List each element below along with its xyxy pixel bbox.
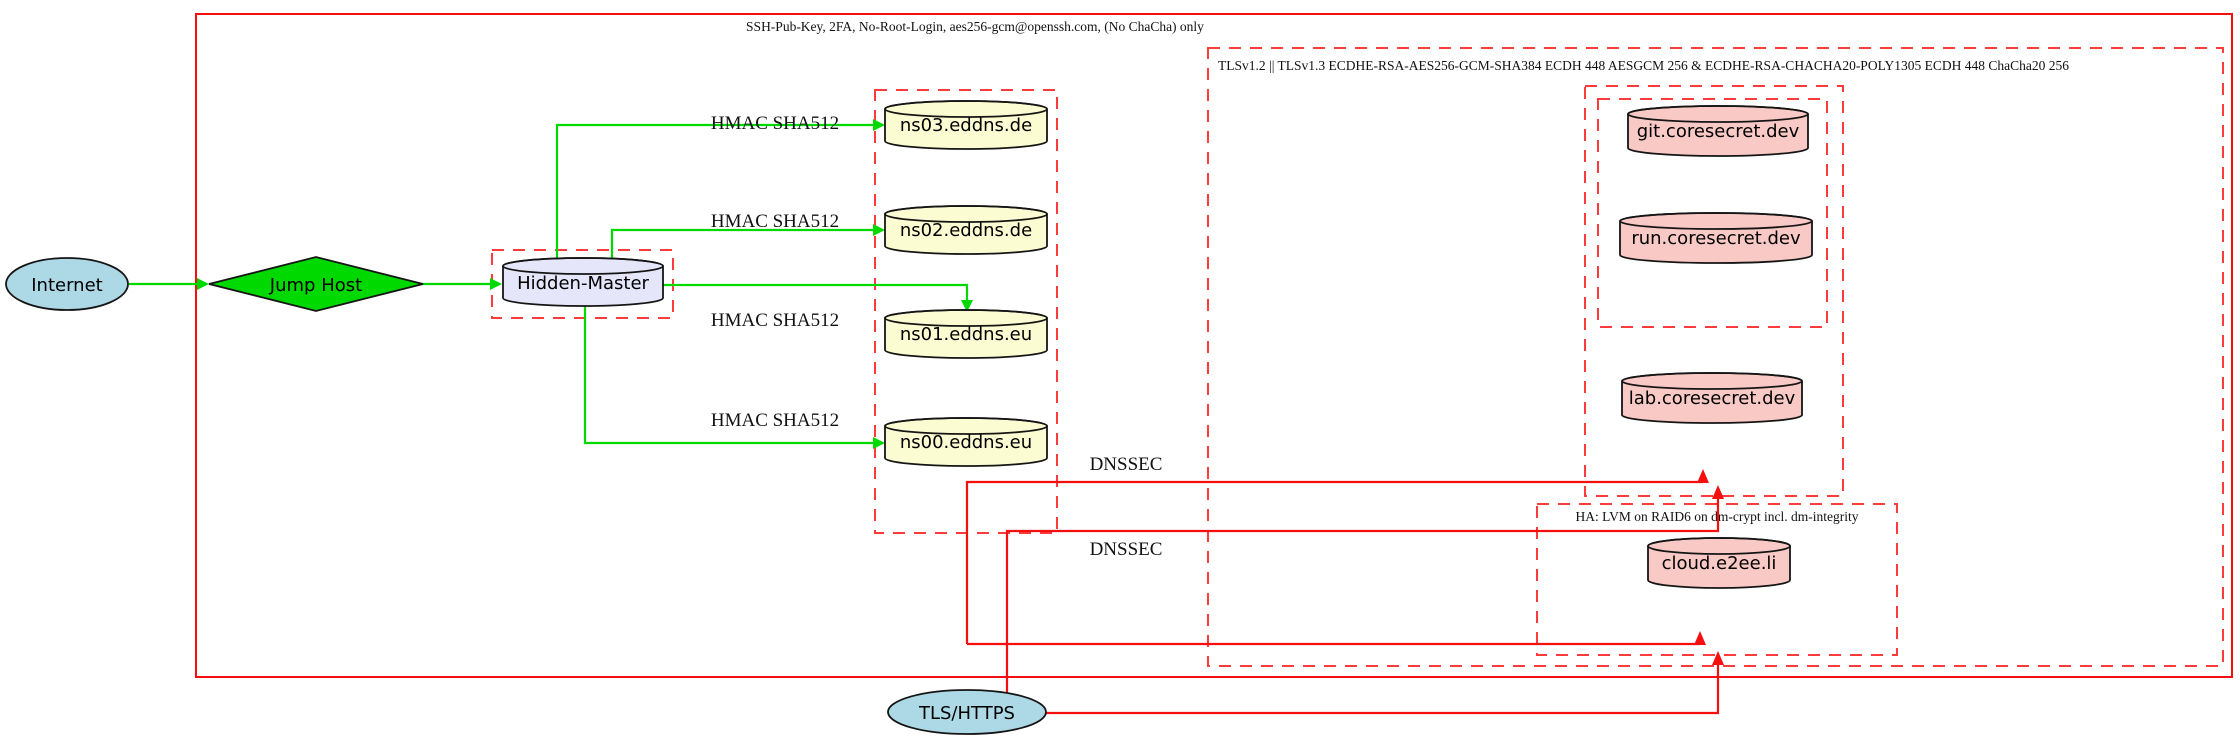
node-internet: Internet [5, 257, 129, 311]
arrowhead [1697, 469, 1709, 483]
arrowhead [873, 119, 885, 131]
edge-label-hmac-ns02: HMAC SHA512 [711, 211, 839, 232]
arrowhead [961, 300, 973, 312]
node-run: run.coresecret.dev [1619, 212, 1813, 264]
edge-label-dnssec-2: DNSSEC [1090, 539, 1163, 560]
node-jump-host-label: Jump Host [269, 275, 362, 296]
edge-hiddenmaster-ns01 [663, 283, 973, 312]
cluster-tls-box [1207, 47, 2224, 667]
edge-label-hmac-ns03: HMAC SHA512 [711, 113, 839, 134]
arrowhead [197, 278, 209, 290]
edge-hiddenmaster-ns00 [583, 304, 885, 449]
arrowhead [490, 278, 502, 290]
node-git-label: git.coresecret.dev [1637, 121, 1800, 142]
node-ns01: ns01.eddns.eu [884, 309, 1048, 359]
cluster-coresecret-outer-box [1584, 85, 1844, 497]
edge-label-hmac-ns01: HMAC SHA512 [711, 310, 839, 331]
edge-dnssec-ha [967, 631, 1706, 646]
arrowhead [873, 437, 885, 449]
node-ns03: ns03.eddns.de [884, 100, 1048, 150]
edge-label-hmac-ns00: HMAC SHA512 [711, 410, 839, 431]
node-ns00-label: ns00.eddns.eu [900, 432, 1032, 453]
node-tls-https-label: TLS/HTTPS [918, 703, 1015, 724]
node-git: git.coresecret.dev [1627, 105, 1809, 157]
edge-tlshttps-ha [1046, 651, 1724, 715]
node-cloud-label: cloud.e2ee.li [1662, 553, 1777, 574]
edge-hiddenmaster-ns02 [610, 224, 885, 260]
cluster-coresecret-inner-box [1597, 98, 1828, 328]
ssh-cluster-label: SSH-Pub-Key, 2FA, No-Root-Login, aes256-… [746, 19, 1204, 34]
node-hidden-master: Hidden-Master [502, 257, 664, 307]
node-internet-label: Internet [31, 275, 102, 296]
node-lab: lab.coresecret.dev [1621, 372, 1803, 424]
node-ns03-label: ns03.eddns.de [900, 115, 1032, 136]
arrowhead [1712, 651, 1724, 665]
arrowhead [1694, 631, 1706, 645]
cluster-ssh-box [195, 13, 2233, 678]
edge-jumphost-hiddenmaster [423, 278, 502, 290]
node-ns00: ns00.eddns.eu [884, 417, 1048, 467]
node-run-label: run.coresecret.dev [1631, 228, 1801, 249]
edge-dnssec-coresecret [965, 469, 1709, 644]
node-ns01-label: ns01.eddns.eu [900, 324, 1032, 345]
node-lab-label: lab.coresecret.dev [1629, 388, 1796, 409]
node-ns02-label: ns02.eddns.de [900, 220, 1032, 241]
edge-hiddenmaster-ns03 [555, 119, 885, 260]
tls-cluster-label: TLSv1.2 || TLSv1.3 ECDHE-RSA-AES256-GCM-… [1218, 58, 2069, 73]
arrowhead [1712, 485, 1724, 499]
node-hidden-master-label: Hidden-Master [517, 273, 649, 294]
edge-tlshttps-coresecret [1005, 485, 1724, 693]
node-tls-https: TLS/HTTPS [887, 689, 1047, 735]
node-ns02: ns02.eddns.de [884, 205, 1048, 255]
edge-label-dnssec-1: DNSSEC [1090, 454, 1163, 475]
arrowhead [873, 224, 885, 236]
node-jump-host: Jump Host [208, 256, 424, 312]
node-cloud: cloud.e2ee.li [1647, 537, 1791, 589]
edge-internet-jumphost [128, 278, 209, 290]
